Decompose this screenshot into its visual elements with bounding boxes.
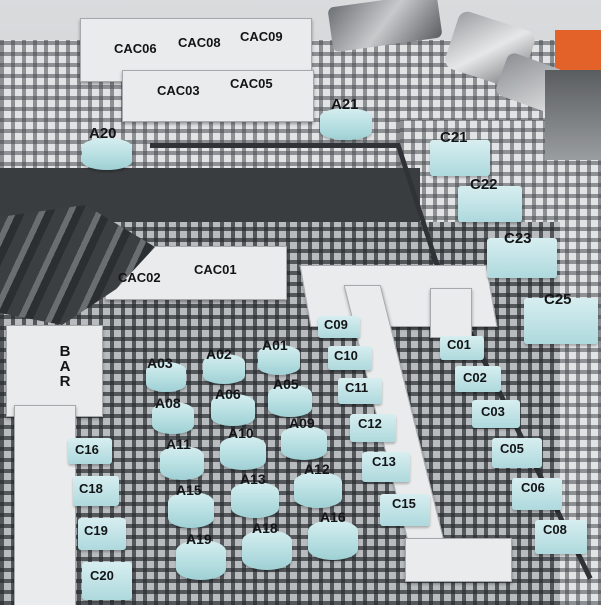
pad-a18: [242, 530, 292, 570]
label-c03: C03: [481, 404, 505, 419]
label-c10: C10: [334, 348, 358, 363]
frame-edge-top: [150, 143, 400, 148]
pad-c16: [68, 438, 112, 464]
pad-c22: [458, 186, 522, 222]
pad-a21: [320, 108, 372, 140]
label-c09: C09: [324, 317, 348, 332]
label-c21: C21: [440, 129, 468, 146]
c-middle-tray-bottom: [405, 538, 512, 582]
label-cac03: CAC03: [157, 83, 200, 98]
label-c08: C08: [543, 522, 567, 537]
pad-a09: [281, 426, 327, 460]
pad-c06: [512, 478, 562, 510]
label-c16: C16: [75, 442, 99, 457]
label-a15: A15: [176, 482, 202, 498]
pad-c18: [73, 476, 119, 506]
label-cac09: CAC09: [240, 29, 283, 44]
label-cac06: CAC06: [114, 41, 157, 56]
pad-a08: [152, 402, 194, 434]
pad-c20: [82, 562, 132, 600]
label-a05: A05: [273, 376, 299, 392]
pad-c03: [472, 400, 520, 428]
pad-c08: [535, 520, 587, 554]
label-a13: A13: [240, 471, 266, 487]
pad-a10: [220, 436, 266, 470]
label-c01: C01: [447, 337, 471, 352]
pad-c10: [328, 346, 372, 370]
pad-a06: [211, 394, 255, 426]
pad-a01: [258, 345, 300, 375]
label-c06: C06: [521, 480, 545, 495]
pad-c09: [318, 316, 360, 338]
label-c12: C12: [358, 416, 382, 431]
tool-rack: [545, 70, 601, 160]
pad-c12: [350, 414, 396, 442]
pad-c01: [440, 336, 484, 360]
label-cac01: CAC01: [194, 262, 237, 277]
label-c22: C22: [470, 176, 498, 193]
pad-a20: [82, 138, 132, 170]
pad-c23: [487, 238, 557, 278]
label-a19: A19: [186, 531, 212, 547]
label-cac05: CAC05: [230, 76, 273, 91]
label-a18: A18: [252, 520, 278, 536]
label-a16: A16: [320, 509, 346, 525]
right-block: [430, 288, 472, 338]
label-a09: A09: [289, 415, 315, 431]
label-c19: C19: [84, 523, 108, 538]
label-c15: C15: [392, 496, 416, 511]
pad-c15: [380, 494, 430, 526]
pad-c21: [430, 140, 490, 176]
pad-c02: [455, 366, 501, 392]
pad-c19: [78, 518, 126, 550]
label-cac08: CAC08: [178, 35, 221, 50]
cac-rail-mid: [122, 70, 314, 122]
label-cac02: CAC02: [118, 270, 161, 285]
pad-a02: [203, 354, 245, 384]
label-c23: C23: [504, 230, 532, 247]
pad-c13: [362, 452, 410, 482]
label-a01: A01: [262, 337, 288, 353]
bar-tray: [6, 325, 103, 417]
label-a02: A02: [206, 346, 232, 362]
label-a11: A11: [166, 436, 191, 452]
pad-c11: [338, 378, 382, 404]
pad-c25: [524, 298, 598, 344]
pad-a12: [294, 472, 342, 508]
pad-c05: [492, 438, 542, 468]
label-c18: C18: [79, 481, 103, 496]
pad-a13: [231, 482, 279, 518]
label-a10: A10: [228, 425, 254, 441]
label-a08: A08: [155, 395, 181, 411]
pad-a05: [268, 385, 312, 417]
label-a03: A03: [147, 355, 173, 371]
label-a21: A21: [331, 96, 359, 113]
label-c20: C20: [90, 568, 114, 583]
label-c02: C02: [463, 370, 487, 385]
label-c13: C13: [372, 454, 396, 469]
label-a20: A20: [89, 125, 117, 142]
label-c25: C25: [544, 291, 572, 308]
label-c11: C11: [345, 380, 369, 395]
pad-a19: [176, 540, 226, 580]
label-a06: A06: [215, 386, 241, 402]
left-tray-wall: [14, 405, 76, 605]
label-a12: A12: [304, 461, 330, 477]
label-c05: C05: [500, 441, 524, 456]
pad-a15: [168, 492, 214, 528]
pad-a16: [308, 520, 358, 560]
pad-a03: [146, 362, 186, 392]
pad-a11: [160, 446, 204, 480]
